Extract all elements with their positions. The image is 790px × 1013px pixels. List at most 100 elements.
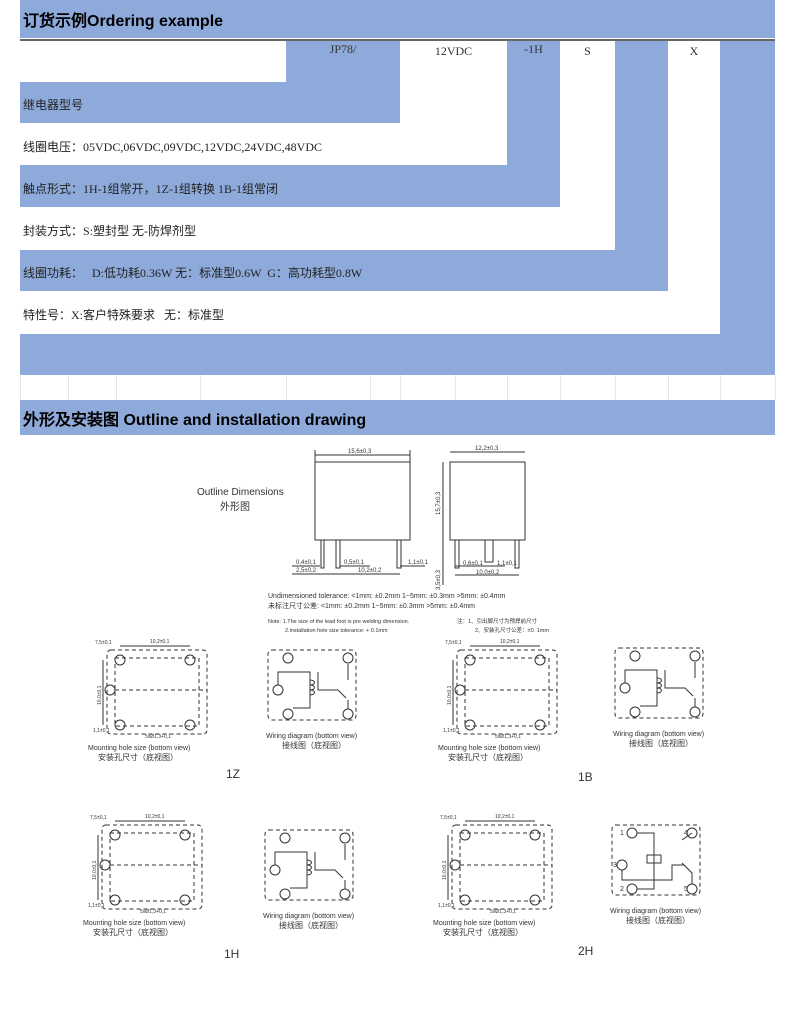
variant-label: 1B (578, 770, 593, 784)
outline-drawing: 15,6±0,3 12,2±0,3 15,7±0,3 3,5±0,3 0,4±0… (83, 446, 704, 961)
mounting-hole (184, 719, 196, 731)
dim-d: 1,1±0,1 (93, 728, 110, 734)
terminal (626, 883, 638, 895)
dim-pitch-b: 10,2±0,2 (358, 568, 382, 574)
mounting-hole (109, 829, 121, 841)
dim-pin-c: 1,1±0,1 (408, 560, 429, 566)
dim-a: 7,5±0,1 (90, 815, 107, 821)
mounting-hole (179, 894, 191, 906)
dim-hole: 5xØ1,3+0,1 (145, 734, 171, 740)
mounting-caption-en: Mounting hole size (bottom view) (83, 920, 185, 927)
wiring-caption-en: Wiring diagram (bottom view) (613, 731, 704, 738)
terminal (282, 652, 294, 664)
row-contact (20, 165, 560, 207)
dim-width: 15,6±0,3 (348, 449, 372, 455)
outline-header: 外形及安装图 Outline and installation drawing (20, 400, 775, 435)
dim-pin-b: 0,5±0,1 (344, 560, 365, 566)
terminal (629, 650, 641, 662)
terminal (279, 888, 291, 900)
note-cn-1: 注：1、引出脚尺寸为预焊前尺寸 (457, 617, 538, 625)
wiring-caption-cn: 接线图（底视图） (629, 738, 693, 748)
row-label-voltage: 线圈电压：05VDC,06VDC,09VDC,12VDC,24VDC,48VDC (23, 140, 323, 154)
wiring-diagram: Wiring diagram (bottom view)接线图（底视图） (266, 649, 357, 750)
mounting-caption-cn: 安装孔尺寸（底视图） (98, 752, 178, 762)
code-voltage: 12VDC (434, 44, 473, 58)
dim-side-b: 1,1±0,1 (497, 561, 518, 567)
row-label-power: 线圈功耗： D:低功耗0.36W 无：标准型0.6W G：高功耗型0.8W (23, 266, 363, 280)
ordering-title: 订货示例Ordering example (23, 13, 224, 30)
mounting-hole (184, 654, 196, 666)
dim-side-c: 10,0±0,2 (476, 570, 500, 576)
terminal (272, 684, 284, 696)
wiring-caption-cn: 接线图（底视图） (279, 920, 343, 930)
terminal (339, 888, 351, 900)
dim-d: 1,1±0,1 (438, 903, 455, 909)
code-model: JP78/ (329, 42, 357, 56)
dim-a: 7,5±0,1 (440, 815, 457, 821)
pin-label: 5 (684, 886, 688, 893)
code-feature: X (689, 44, 699, 58)
block-end (720, 41, 775, 375)
dim-d: 1,1±0,1 (443, 728, 460, 734)
row-label-package: 封装方式：S:塑封型 无-防焊剂型 (23, 224, 197, 238)
mounting-hole (109, 894, 121, 906)
dim-b: 10,2±0,1 (495, 814, 515, 820)
dim-depth: 12,2±0,3 (475, 446, 499, 452)
mounting-hole (99, 859, 111, 871)
relay-front-view (314, 461, 411, 541)
dim-a: 7,5±0,1 (95, 640, 112, 646)
terminal (689, 650, 701, 662)
dim-c: 10,0±0,1 (447, 685, 453, 705)
terminal (279, 832, 291, 844)
dim-b: 10,2±0,1 (150, 639, 170, 645)
wiring-caption-en: Wiring diagram (bottom view) (266, 733, 357, 740)
pin-label: 2 (620, 886, 624, 893)
wiring-caption-cn: 接线图（底视图） (626, 915, 690, 925)
dim-side-a: 0,6±0,1 (463, 561, 484, 567)
note-en-2: 2.installation hole size tolerance: + 0.… (285, 628, 388, 634)
wiring-caption-en: Wiring diagram (bottom view) (263, 913, 354, 920)
mounting-hole (114, 719, 126, 731)
mounting-hole (104, 684, 116, 696)
terminal (342, 652, 354, 664)
mounting-hole (179, 829, 191, 841)
terminal (282, 708, 294, 720)
mounting-hole (459, 894, 471, 906)
pin-label: 1 (620, 830, 624, 837)
code-package: S (584, 44, 591, 58)
outline-label-cn: 外形图 (220, 501, 250, 513)
dim-b: 10,2±0,1 (500, 639, 520, 645)
mounting-hole (459, 829, 471, 841)
terminal (629, 706, 641, 718)
divider (20, 39, 775, 41)
terminal (616, 859, 628, 871)
mounting-hole (534, 719, 546, 731)
mounting-hole (464, 719, 476, 731)
block-power (615, 41, 668, 291)
tolerance-cn: 未标注尺寸公差: <1mm: ±0.2mm 1~5mm: ±0.3mm >5mm… (268, 601, 475, 610)
terminal (619, 682, 631, 694)
mounting-hole (534, 654, 546, 666)
terminal (626, 827, 638, 839)
row-power (20, 250, 668, 291)
row-bottom (20, 334, 775, 375)
dim-height: 15,7±0,3 (436, 491, 442, 515)
mounting-hole (114, 654, 126, 666)
terminal (269, 864, 281, 876)
mounting-caption-en: Mounting hole size (bottom view) (433, 920, 535, 927)
terminal (339, 832, 351, 844)
wiring-caption-cn: 接线图（底视图） (282, 740, 346, 750)
dim-hole: 5xØ1,3+0,1 (495, 734, 521, 740)
dim-d: 1,1±0,1 (88, 903, 105, 909)
dim-pin-a: 0,4±0,1 (296, 560, 317, 566)
terminal (686, 883, 698, 895)
dim-pin-length: 3,5±0,3 (436, 569, 442, 590)
mounting-caption-cn: 安装孔尺寸（底视图） (448, 752, 528, 762)
row-model (20, 82, 400, 123)
